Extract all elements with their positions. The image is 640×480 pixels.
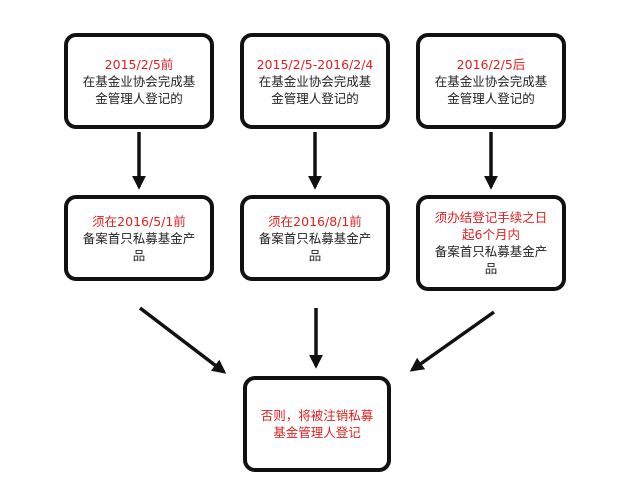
registration-date-box-3: 2016/2/5后 在基金业协会完成基 金管理人登记的 (416, 33, 566, 129)
box-text-line: 品 (484, 261, 498, 276)
filing-deadline: 须在2016/5/1前 (92, 213, 186, 229)
filing-deadline: 须在2016/8/1前 (268, 213, 362, 229)
box-text-line: 金管理人登记的 (95, 90, 183, 106)
arrow-req-1-to-result (138, 306, 227, 374)
registration-date: 2015/2/5前 (104, 56, 174, 72)
registration-date-box-1: 2015/2/5前 在基金业协会完成基 金管理人登记的 (64, 33, 214, 129)
consequence-text: 否则，将被注销私募 (260, 408, 374, 423)
box-text-line: 品 (132, 247, 146, 263)
filing-deadline: 起6个月内 (462, 227, 520, 242)
box-text-line: 金管理人登记的 (447, 90, 535, 106)
registration-date: 2016/2/5后 (456, 56, 526, 72)
filing-deadline: 须办结登记手续之日 (434, 210, 548, 225)
filing-deadline-box-2: 须在2016/8/1前 备案首只私募基金产 品 (240, 195, 390, 281)
arrow-req-3-to-result (409, 310, 496, 372)
box-text-line: 备案首只私募基金产 (434, 244, 548, 259)
consequence-text: 基金管理人登记 (273, 425, 361, 440)
filing-deadline-box-3: 须办结登记手续之日 起6个月内 备案首只私募基金产 品 (416, 195, 566, 291)
box-text-line: 备案首只私募基金产 (258, 230, 372, 246)
consequence-box: 否则，将被注销私募 基金管理人登记 (243, 376, 391, 472)
registration-date-box-2: 2015/2/5-2016/2/4 在基金业协会完成基 金管理人登记的 (240, 33, 390, 129)
registration-date: 2015/2/5-2016/2/4 (256, 56, 374, 72)
box-text-line: 金管理人登记的 (271, 90, 359, 106)
box-text-line: 在基金业协会完成基 (258, 73, 372, 89)
box-text-line: 备案首只私募基金产 (82, 230, 196, 246)
box-text-line: 在基金业协会完成基 (434, 73, 548, 89)
box-text-line: 在基金业协会完成基 (82, 73, 196, 89)
box-text-line: 品 (308, 247, 322, 263)
filing-deadline-box-1: 须在2016/5/1前 备案首只私募基金产 品 (64, 195, 214, 281)
